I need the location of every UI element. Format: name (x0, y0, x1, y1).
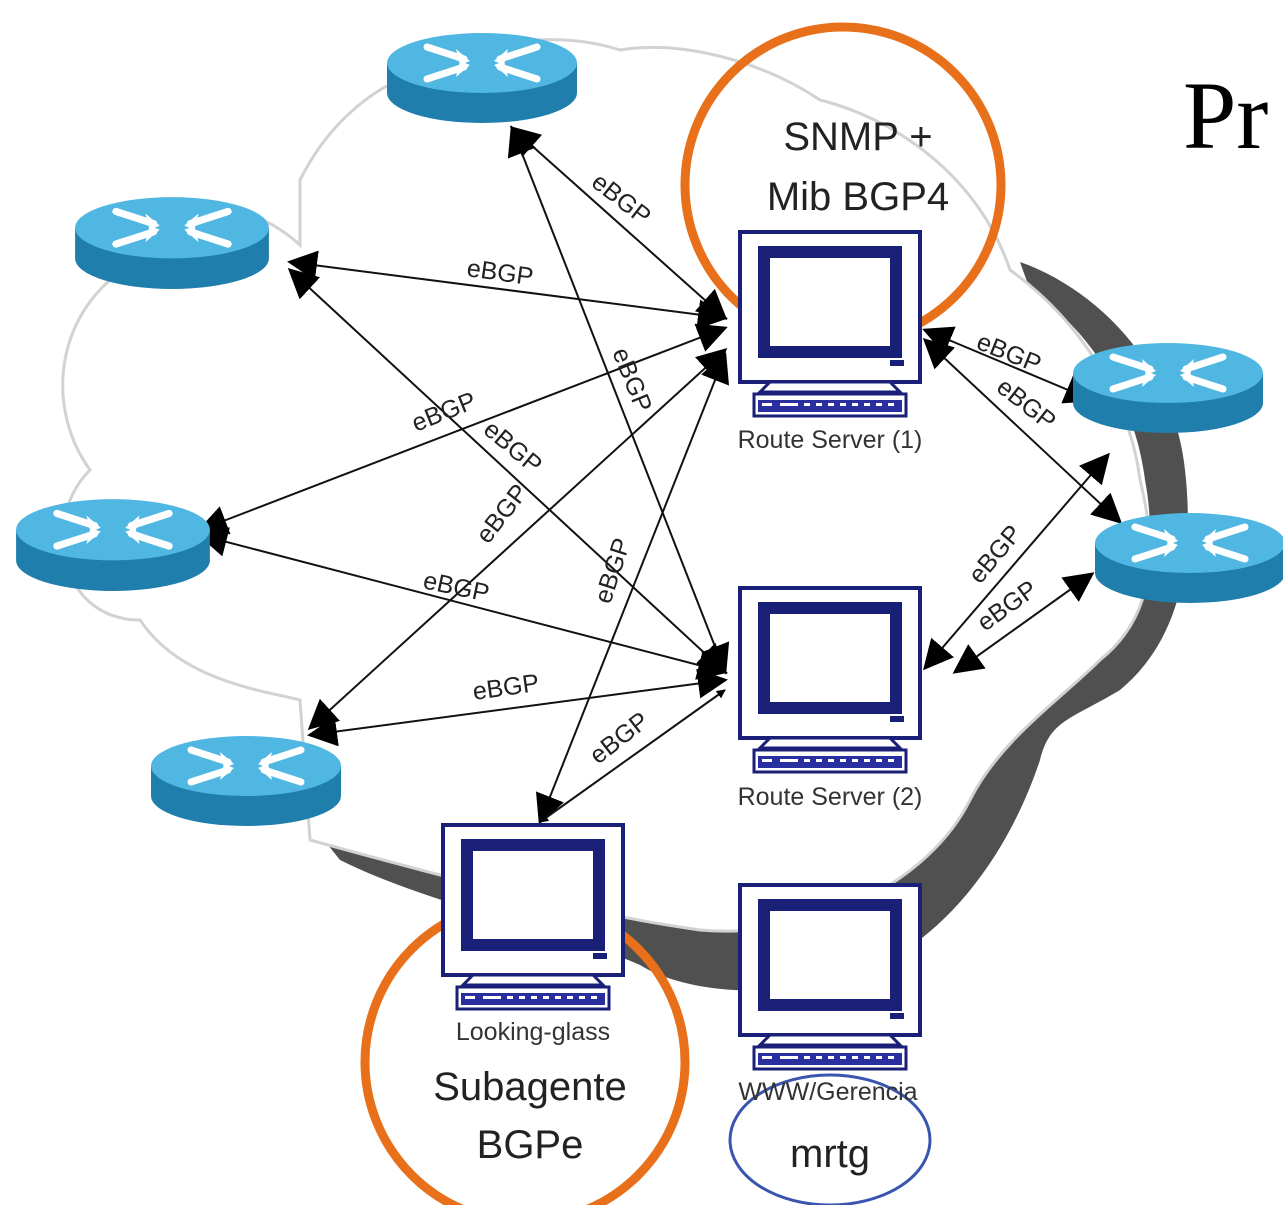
callout-texts: SNMP + Mib BGP4 Subagente BGPe mrtg (433, 115, 949, 1176)
router-icon (16, 499, 210, 591)
page-title-fragment: Pr (1183, 62, 1268, 169)
looking-glass-icon (443, 825, 623, 1009)
subagente-callout-line1: Subagente (433, 1065, 627, 1109)
bgp-connections (197, 125, 1123, 825)
host-labels: Route Server (1) Route Server (2) Lookin… (456, 426, 923, 1106)
route-server-1-icon (740, 232, 920, 416)
edge-rs2-router-f (952, 572, 1095, 674)
www-gerencia-icon (740, 885, 920, 1069)
router-icon (75, 197, 269, 289)
router-icon (387, 33, 577, 123)
router-icon (1095, 513, 1283, 603)
edge-rs2-router-c (197, 527, 728, 680)
snmp-callout-line2: Mib BGP4 (767, 175, 949, 219)
subagente-callout-line2: BGPe (477, 1123, 584, 1167)
edge-rs2-router-d (307, 668, 728, 747)
cloud-shadow (320, 262, 1188, 991)
snmp-callout-line1: SNMP + (783, 115, 932, 159)
www-gerencia-label: WWW/Gerencia (738, 1078, 917, 1106)
router-icon (1073, 343, 1263, 433)
mrtg-ring (728, 1073, 932, 1205)
edge-rs2-looking-glass (539, 689, 726, 823)
mrtg-callout: mrtg (790, 1132, 870, 1176)
looking-glass-label: Looking-glass (456, 1018, 610, 1046)
cloud (61, 38, 1188, 991)
route-server-2-label: Route Server (2) (738, 783, 923, 811)
router-icon (151, 736, 341, 826)
route-server-1-label: Route Server (1) (738, 426, 923, 454)
route-server-2-icon (740, 588, 920, 772)
